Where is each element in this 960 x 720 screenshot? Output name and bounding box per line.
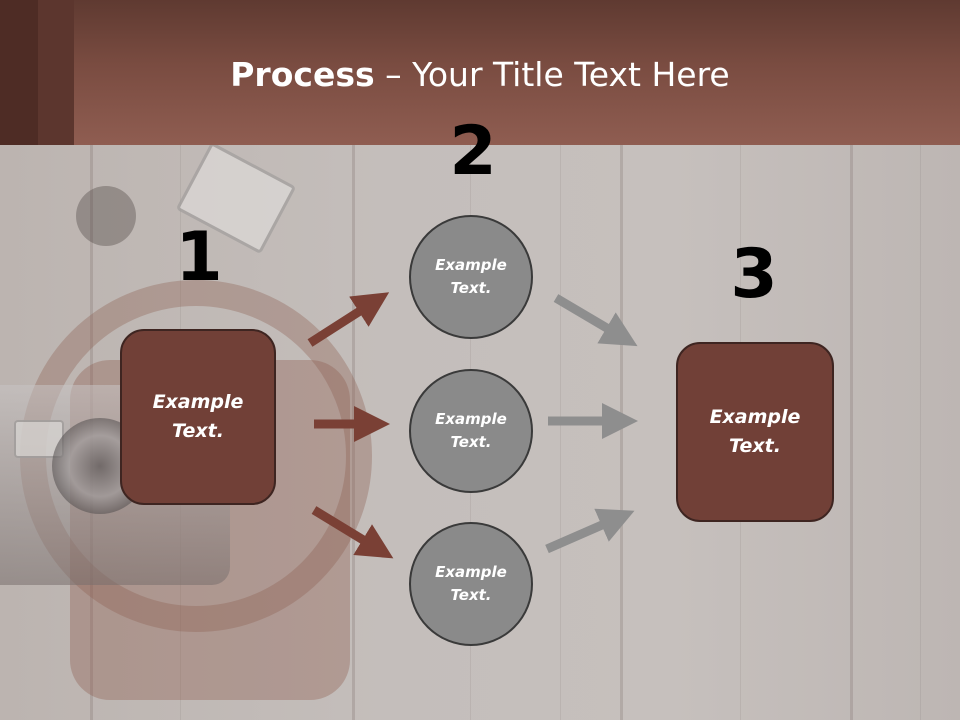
camera-knob	[76, 186, 136, 246]
wood-grain	[920, 145, 921, 720]
step1-box[interactable]: Example Text.	[120, 329, 276, 505]
step2-circle-top[interactable]: Example Text.	[409, 215, 533, 339]
arrow-top-to-step3	[553, 294, 638, 347]
step2-circle-label: Example Text.	[435, 563, 507, 604]
step2-circle-label: Example Text.	[435, 256, 507, 297]
arrow-bottom-to-step3	[545, 508, 635, 554]
step2-number[interactable]: 2	[449, 112, 497, 191]
step2-circle-middle[interactable]: Example Text.	[409, 369, 533, 493]
wood-plank-seam	[850, 145, 853, 720]
title-bar: Process – Your Title Text Here	[0, 0, 960, 145]
title-bold: Process	[230, 55, 375, 94]
step2-circle-bottom[interactable]: Example Text.	[409, 522, 533, 646]
header-accent-band	[0, 0, 38, 145]
slide-title[interactable]: Process – Your Title Text Here	[0, 55, 960, 95]
step2-circle-label: Example Text.	[435, 410, 507, 451]
wood-grain	[560, 145, 561, 720]
step3-number[interactable]: 3	[730, 235, 778, 314]
step3-box[interactable]: Example Text.	[676, 342, 834, 522]
step3-label: Example Text.	[709, 406, 801, 457]
wood-plank-seam	[620, 145, 623, 720]
title-rest: – Your Title Text Here	[374, 55, 730, 94]
header-accent-band	[38, 0, 74, 145]
step1-number[interactable]: 1	[175, 218, 223, 297]
step1-label: Example Text.	[152, 391, 244, 442]
